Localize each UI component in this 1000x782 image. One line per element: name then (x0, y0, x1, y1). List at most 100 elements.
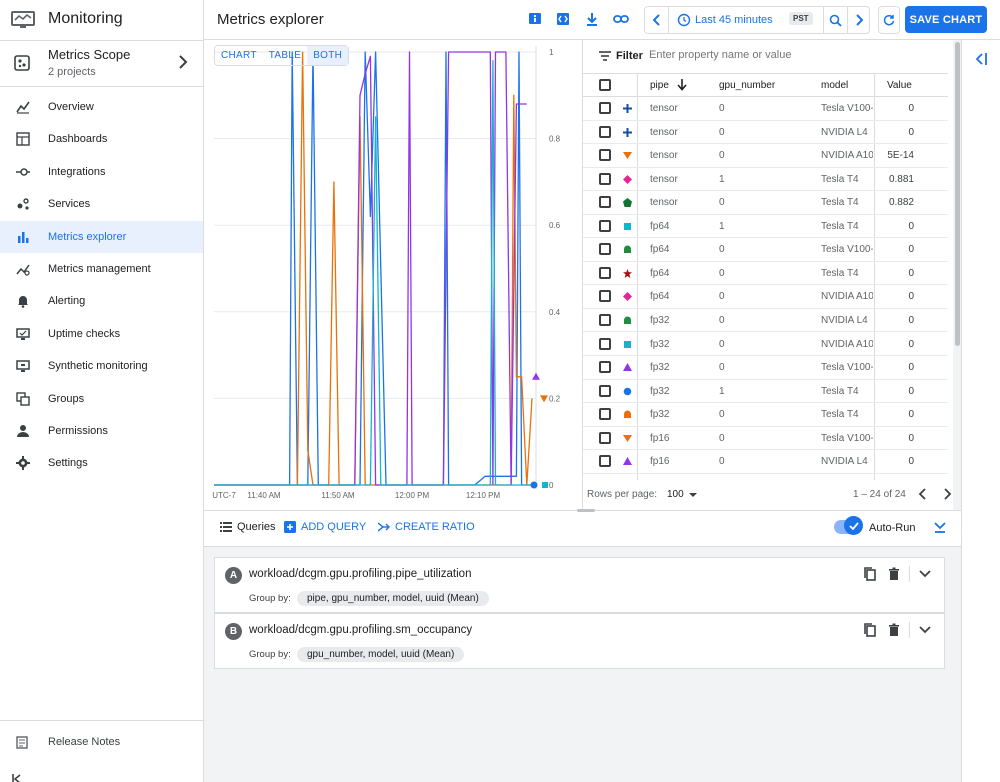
row-checkbox[interactable] (599, 290, 611, 303)
copy-icon[interactable] (863, 567, 877, 581)
sidebar-item-dashboards[interactable]: Dashboards (0, 123, 203, 155)
sidebar-item-synthetic-monitoring[interactable]: Synthetic monitoring (0, 350, 203, 382)
link-icon[interactable] (612, 10, 630, 28)
row-checkbox[interactable] (599, 384, 611, 397)
release-notes-link[interactable]: Release Notes (0, 728, 203, 758)
time-back-button[interactable] (645, 7, 669, 33)
chevron-down-icon[interactable] (918, 623, 932, 637)
group-by-chip[interactable]: pipe, gpu_number, model, uuid (Mean) (297, 591, 489, 606)
sidebar-item-uptime-checks[interactable]: Uptime checks (0, 318, 203, 350)
sidebar-item-groups[interactable]: Groups (0, 383, 203, 415)
create-ratio-button[interactable]: CREATE RATIO (378, 521, 475, 533)
row-checkbox[interactable] (599, 172, 611, 185)
row-checkbox[interactable] (599, 196, 611, 209)
time-range-label[interactable]: Last 45 minutes (695, 14, 773, 26)
sidebar-item-services[interactable]: Services (0, 188, 203, 220)
timezone-badge: PST (789, 12, 813, 25)
copy-icon[interactable] (863, 623, 877, 637)
next-page-icon[interactable] (941, 487, 953, 501)
chart-view-button[interactable]: CHART (221, 50, 257, 61)
sidebar-item-settings[interactable]: Settings (0, 447, 203, 479)
select-all-checkbox[interactable] (599, 79, 611, 91)
vertical-splitter[interactable] (582, 40, 583, 510)
collapse-sidebar-icon[interactable] (12, 774, 24, 782)
zoom-button[interactable] (823, 7, 847, 33)
explanation-icon[interactable] (526, 10, 544, 28)
dropdown-caret-icon[interactable] (689, 493, 697, 497)
splitter-grip-icon[interactable] (577, 509, 595, 512)
filter-input[interactable] (649, 49, 849, 61)
row-checkbox[interactable] (599, 149, 611, 162)
row-checkbox[interactable] (599, 455, 611, 468)
series-marker-shield-icon (624, 245, 631, 254)
series-line (214, 51, 527, 486)
rows-per-page-select[interactable]: 100 (667, 489, 684, 500)
integrations-icon (16, 168, 30, 176)
row-checkbox[interactable] (599, 125, 611, 138)
query-metric[interactable]: workload/dcgm.gpu.profiling.pipe_utiliza… (249, 568, 472, 580)
add-query-button[interactable]: ADD QUERY (284, 521, 366, 533)
code-icon[interactable] (554, 10, 572, 28)
row-checkbox[interactable] (599, 408, 611, 421)
query-metric[interactable]: workload/dcgm.gpu.profiling.sm_occupancy (249, 624, 473, 636)
column-header-value[interactable]: Value (887, 80, 912, 91)
queries-tab[interactable]: Queries (220, 521, 276, 533)
both-view-button[interactable]: BOTH (307, 46, 349, 65)
sort-arrow-down-icon[interactable] (677, 79, 687, 91)
x-tick-label: 12:10 PM (466, 491, 501, 500)
table-scrollbar-thumb[interactable] (955, 42, 960, 346)
autorun-check-icon[interactable] (844, 516, 863, 535)
row-checkbox[interactable] (599, 243, 611, 256)
download-icon[interactable] (583, 10, 601, 28)
sidebar-item-overview[interactable]: Overview (0, 91, 203, 123)
series-marker-star-icon (623, 268, 632, 278)
row-checkbox[interactable] (599, 102, 611, 114)
row-checkbox[interactable] (599, 219, 611, 232)
sidebar-item-metrics-management[interactable]: Metrics management (0, 253, 203, 285)
collapse-queries-icon[interactable] (932, 519, 948, 535)
sidebar-item-integrations[interactable]: Integrations (0, 156, 203, 188)
row-checkbox[interactable] (599, 431, 611, 444)
delete-icon[interactable] (887, 567, 901, 581)
row-checkbox[interactable] (599, 266, 611, 279)
sidebar-item-permissions[interactable]: Permissions (0, 415, 203, 447)
column-header-model[interactable]: model (821, 80, 849, 91)
expand-panel-icon[interactable] (974, 53, 988, 65)
row-checkbox[interactable] (599, 337, 611, 350)
save-chart-button[interactable]: SAVE CHART (905, 6, 987, 33)
row-checkbox[interactable] (599, 361, 611, 374)
previous-page-icon[interactable] (917, 487, 929, 501)
table-view-button[interactable]: TABLE (268, 50, 302, 61)
auto-refresh-button[interactable] (878, 6, 900, 34)
row-checkbox[interactable] (599, 313, 611, 326)
group-by-chip[interactable]: gpu_number, model, uuid (Mean) (297, 647, 465, 662)
column-header-gpu-number[interactable]: gpu_number (719, 80, 776, 91)
sidebar-item-alerting[interactable]: Alerting (0, 285, 203, 317)
delete-icon[interactable] (887, 623, 901, 637)
column-header-pipe[interactable]: pipe (650, 80, 669, 91)
table-header: pipe gpu_number model Value (583, 73, 948, 97)
chevron-down-icon[interactable] (918, 567, 932, 581)
sidebar-item-metrics-explorer[interactable]: Metrics explorer (0, 220, 203, 253)
time-forward-button[interactable] (847, 7, 869, 33)
metrics-scope-selector[interactable]: Metrics Scope 2 projects (0, 41, 203, 86)
